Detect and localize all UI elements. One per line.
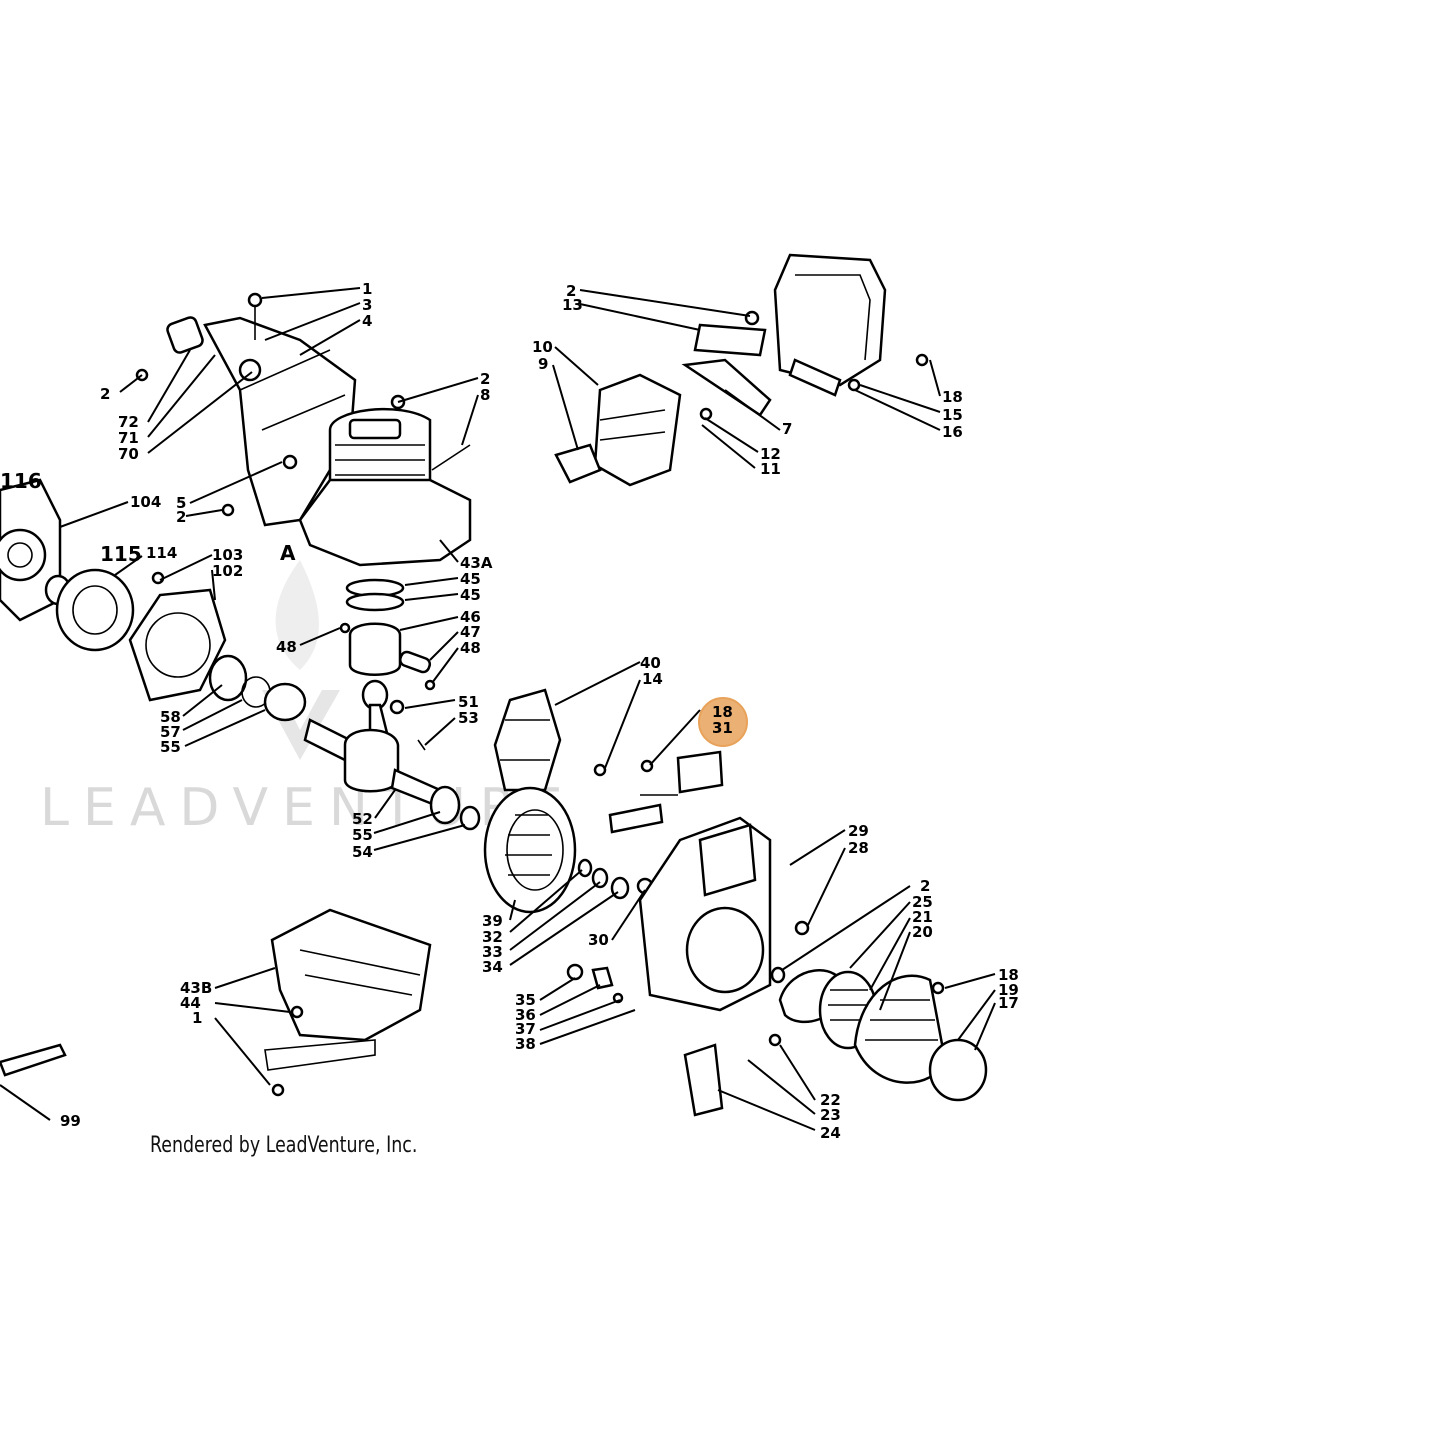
- callout-58: 58: [160, 708, 181, 726]
- callout-14: 14: [642, 670, 663, 688]
- callout-13: 13: [562, 296, 583, 314]
- callout-1: 1: [362, 280, 372, 298]
- callout-21: 21: [912, 908, 933, 926]
- callout-8: 8: [480, 386, 490, 404]
- callout-16: 16: [942, 423, 963, 441]
- callout-20: 20: [912, 923, 933, 941]
- callout-115: 115: [100, 542, 142, 566]
- callout-104: 104: [130, 493, 161, 511]
- callout-40: 40: [640, 654, 661, 672]
- callout-35: 35: [515, 991, 536, 1009]
- callout-2-a: 2: [100, 385, 110, 403]
- callout-2-e: 2: [920, 877, 930, 895]
- callout-22: 22: [820, 1091, 841, 1109]
- callout-46: 46: [460, 608, 481, 626]
- highlight-marker: [698, 697, 748, 747]
- callout-24: 24: [820, 1124, 841, 1142]
- callout-32: 32: [482, 928, 503, 946]
- callout-2-d: 2: [566, 282, 576, 300]
- callout-2-b: 2: [480, 370, 490, 388]
- callout-33: 33: [482, 943, 503, 961]
- callout-34: 34: [482, 958, 503, 976]
- piston-crank-assembly: [303, 578, 481, 831]
- callout-55-b: 55: [352, 826, 373, 844]
- callout-70: 70: [118, 445, 139, 463]
- callout-52: 52: [352, 810, 373, 828]
- callout-10: 10: [532, 338, 553, 356]
- clutch-side-parts: [0, 478, 307, 722]
- callout-15: 15: [942, 406, 963, 424]
- callout-57: 57: [160, 723, 181, 741]
- callout-45-a: 45: [460, 570, 481, 588]
- callout-99: 99: [60, 1112, 81, 1130]
- callout-A: A: [280, 541, 296, 565]
- callout-39: 39: [482, 912, 503, 930]
- muffler-assembly: [554, 253, 929, 487]
- callout-37: 37: [515, 1020, 536, 1038]
- callout-28: 28: [848, 839, 869, 857]
- crankcase-assembly: [0, 908, 432, 1097]
- callout-44: 44: [180, 994, 201, 1012]
- callout-7: 7: [782, 420, 792, 438]
- callout-2-c: 2: [176, 508, 186, 526]
- callout-47: 47: [460, 623, 481, 641]
- callout-12: 12: [760, 445, 781, 463]
- callout-43B: 43B: [180, 979, 212, 997]
- callout-30: 30: [588, 931, 609, 949]
- callout-53: 53: [458, 709, 479, 727]
- callout-45-b: 45: [460, 586, 481, 604]
- starter-assembly: [638, 816, 988, 1117]
- callout-19: 19: [998, 981, 1019, 999]
- callout-36: 36: [515, 1006, 536, 1024]
- callout-18-a: 18: [942, 388, 963, 406]
- highlight-label-31: 31: [712, 719, 733, 737]
- top-shroud-assembly: [135, 292, 472, 567]
- callout-5: 5: [176, 494, 186, 512]
- callout-18-b: 18: [998, 966, 1019, 984]
- callout-55-a: 55: [160, 738, 181, 756]
- callout-38: 38: [515, 1035, 536, 1053]
- credit-text: Rendered by LeadVenture, Inc.: [150, 1133, 418, 1158]
- callout-1-b: 1: [192, 1009, 202, 1027]
- callout-9: 9: [538, 355, 548, 373]
- callout-48-a: 48: [460, 639, 481, 657]
- ignition-flywheel-assembly: [483, 688, 724, 1004]
- callout-17: 17: [998, 994, 1019, 1012]
- callout-25: 25: [912, 893, 933, 911]
- callout-72: 72: [118, 413, 139, 431]
- callout-102: 102: [212, 562, 243, 580]
- callout-23: 23: [820, 1106, 841, 1124]
- callout-11: 11: [760, 460, 781, 478]
- callout-3: 3: [362, 296, 372, 314]
- callout-29: 29: [848, 822, 869, 840]
- highlight-label-18: 18: [712, 703, 733, 721]
- callout-labels: 1 3 4 2 72 71 70 2 8 5 2 116 104 115 114…: [0, 280, 1019, 1142]
- callout-71: 71: [118, 429, 139, 447]
- callout-114: 114: [146, 544, 177, 562]
- callout-103: 103: [212, 546, 243, 564]
- callout-43A: 43A: [460, 554, 493, 572]
- callout-54: 54: [352, 843, 373, 861]
- callout-48-b: 48: [276, 638, 297, 656]
- callout-4: 4: [362, 312, 372, 330]
- callout-51: 51: [458, 693, 479, 711]
- callout-116: 116: [0, 469, 42, 493]
- leader-lines: [0, 287, 996, 1131]
